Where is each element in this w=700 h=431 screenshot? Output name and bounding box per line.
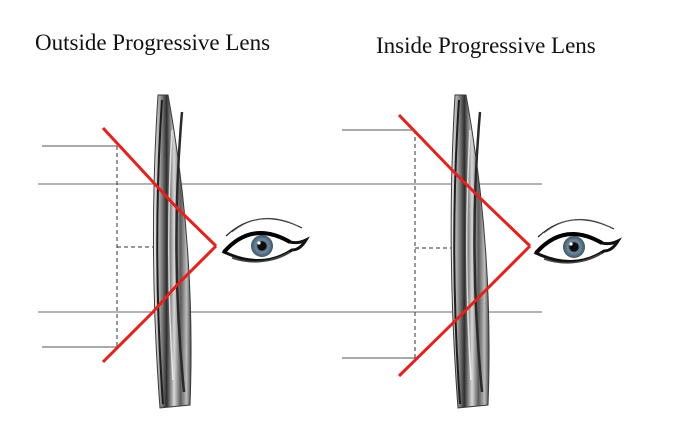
outside-progressive-lens-title: Outside Progressive Lens (35, 30, 271, 55)
inside-upper-ray (397, 113, 532, 248)
eye-icon (221, 217, 310, 263)
eye-icon (533, 218, 622, 264)
inside-progressive-lens-title: Inside Progressive Lens (376, 33, 596, 58)
inside-lower-ray (397, 244, 532, 378)
outside-lens-panel (42, 94, 310, 409)
lens-icon (152, 94, 192, 409)
lens-icon (450, 94, 490, 409)
outside-upper-ray (101, 126, 218, 248)
outside-lower-ray (101, 244, 218, 364)
inside-lens-panel (342, 94, 622, 409)
